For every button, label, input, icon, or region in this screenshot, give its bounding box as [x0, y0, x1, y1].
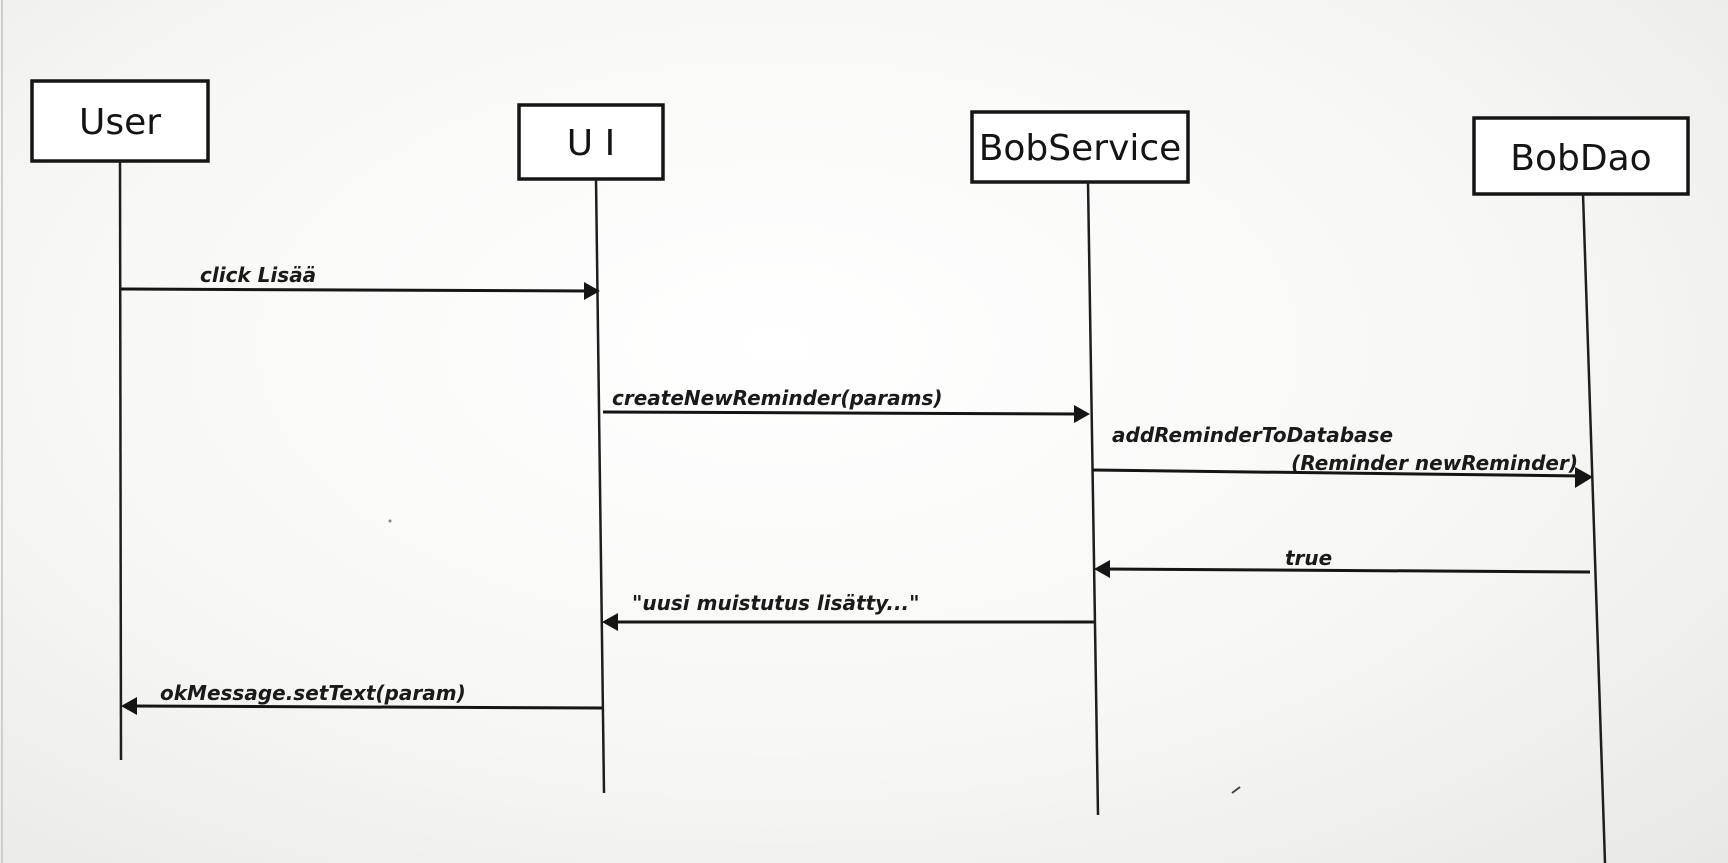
participant-box	[1472, 116, 1690, 196]
arrowhead-icon	[1575, 467, 1593, 488]
participant-label: U I	[567, 123, 615, 164]
message-arrow	[131, 704, 603, 710]
participant-box	[517, 103, 665, 181]
arrowhead-icon	[1094, 560, 1110, 578]
message-label: click Lisää	[200, 263, 316, 287]
lifeline	[118, 160, 123, 761]
lifeline	[1086, 181, 1100, 816]
participant-bobdao: BobDao	[1472, 116, 1690, 863]
message-label: true	[1285, 546, 1332, 570]
paper-speck	[388, 519, 392, 523]
arrowhead-icon	[602, 613, 618, 631]
participant-label: User	[79, 102, 161, 143]
message-true: true	[1094, 546, 1591, 578]
message-arrow	[1103, 567, 1591, 574]
message-ok-message-set-text: okMessage.setText(param)	[121, 681, 603, 715]
participant-box	[970, 110, 1190, 184]
participant-label: BobService	[979, 128, 1182, 169]
message-arrow	[1091, 468, 1583, 478]
message-click-lisaa: click Lisää	[120, 263, 600, 300]
message-arrow	[602, 410, 1081, 416]
pencil-mark	[1231, 786, 1241, 794]
lifeline	[594, 178, 606, 794]
participant-bobservice: BobService	[970, 110, 1190, 816]
message-label: addReminderToDatabase	[1112, 423, 1393, 447]
message-label: createNewReminder(params)	[612, 386, 943, 410]
message-label: okMessage.setText(param)	[160, 681, 466, 705]
arrowhead-icon	[1074, 405, 1090, 423]
arrowhead-icon	[121, 697, 137, 715]
arrowhead-icon	[584, 282, 600, 300]
message-label-continuation: (Reminder newReminder)	[1291, 451, 1578, 475]
participant-ui: U I	[517, 103, 665, 794]
message-uusi-muistutus: "uusi muistutus lisätty..."	[602, 591, 1094, 631]
participant-user: User	[30, 79, 210, 761]
participant-label: BobDao	[1510, 138, 1651, 179]
message-create-new-reminder: createNewReminder(params)	[602, 386, 1090, 423]
message-label: "uusi muistutus lisätty..."	[632, 591, 920, 615]
lifeline	[1581, 193, 1607, 863]
message-arrow	[120, 287, 591, 293]
message-add-reminder-to-database: addReminderToDatabase (Reminder newRemin…	[1091, 423, 1593, 488]
